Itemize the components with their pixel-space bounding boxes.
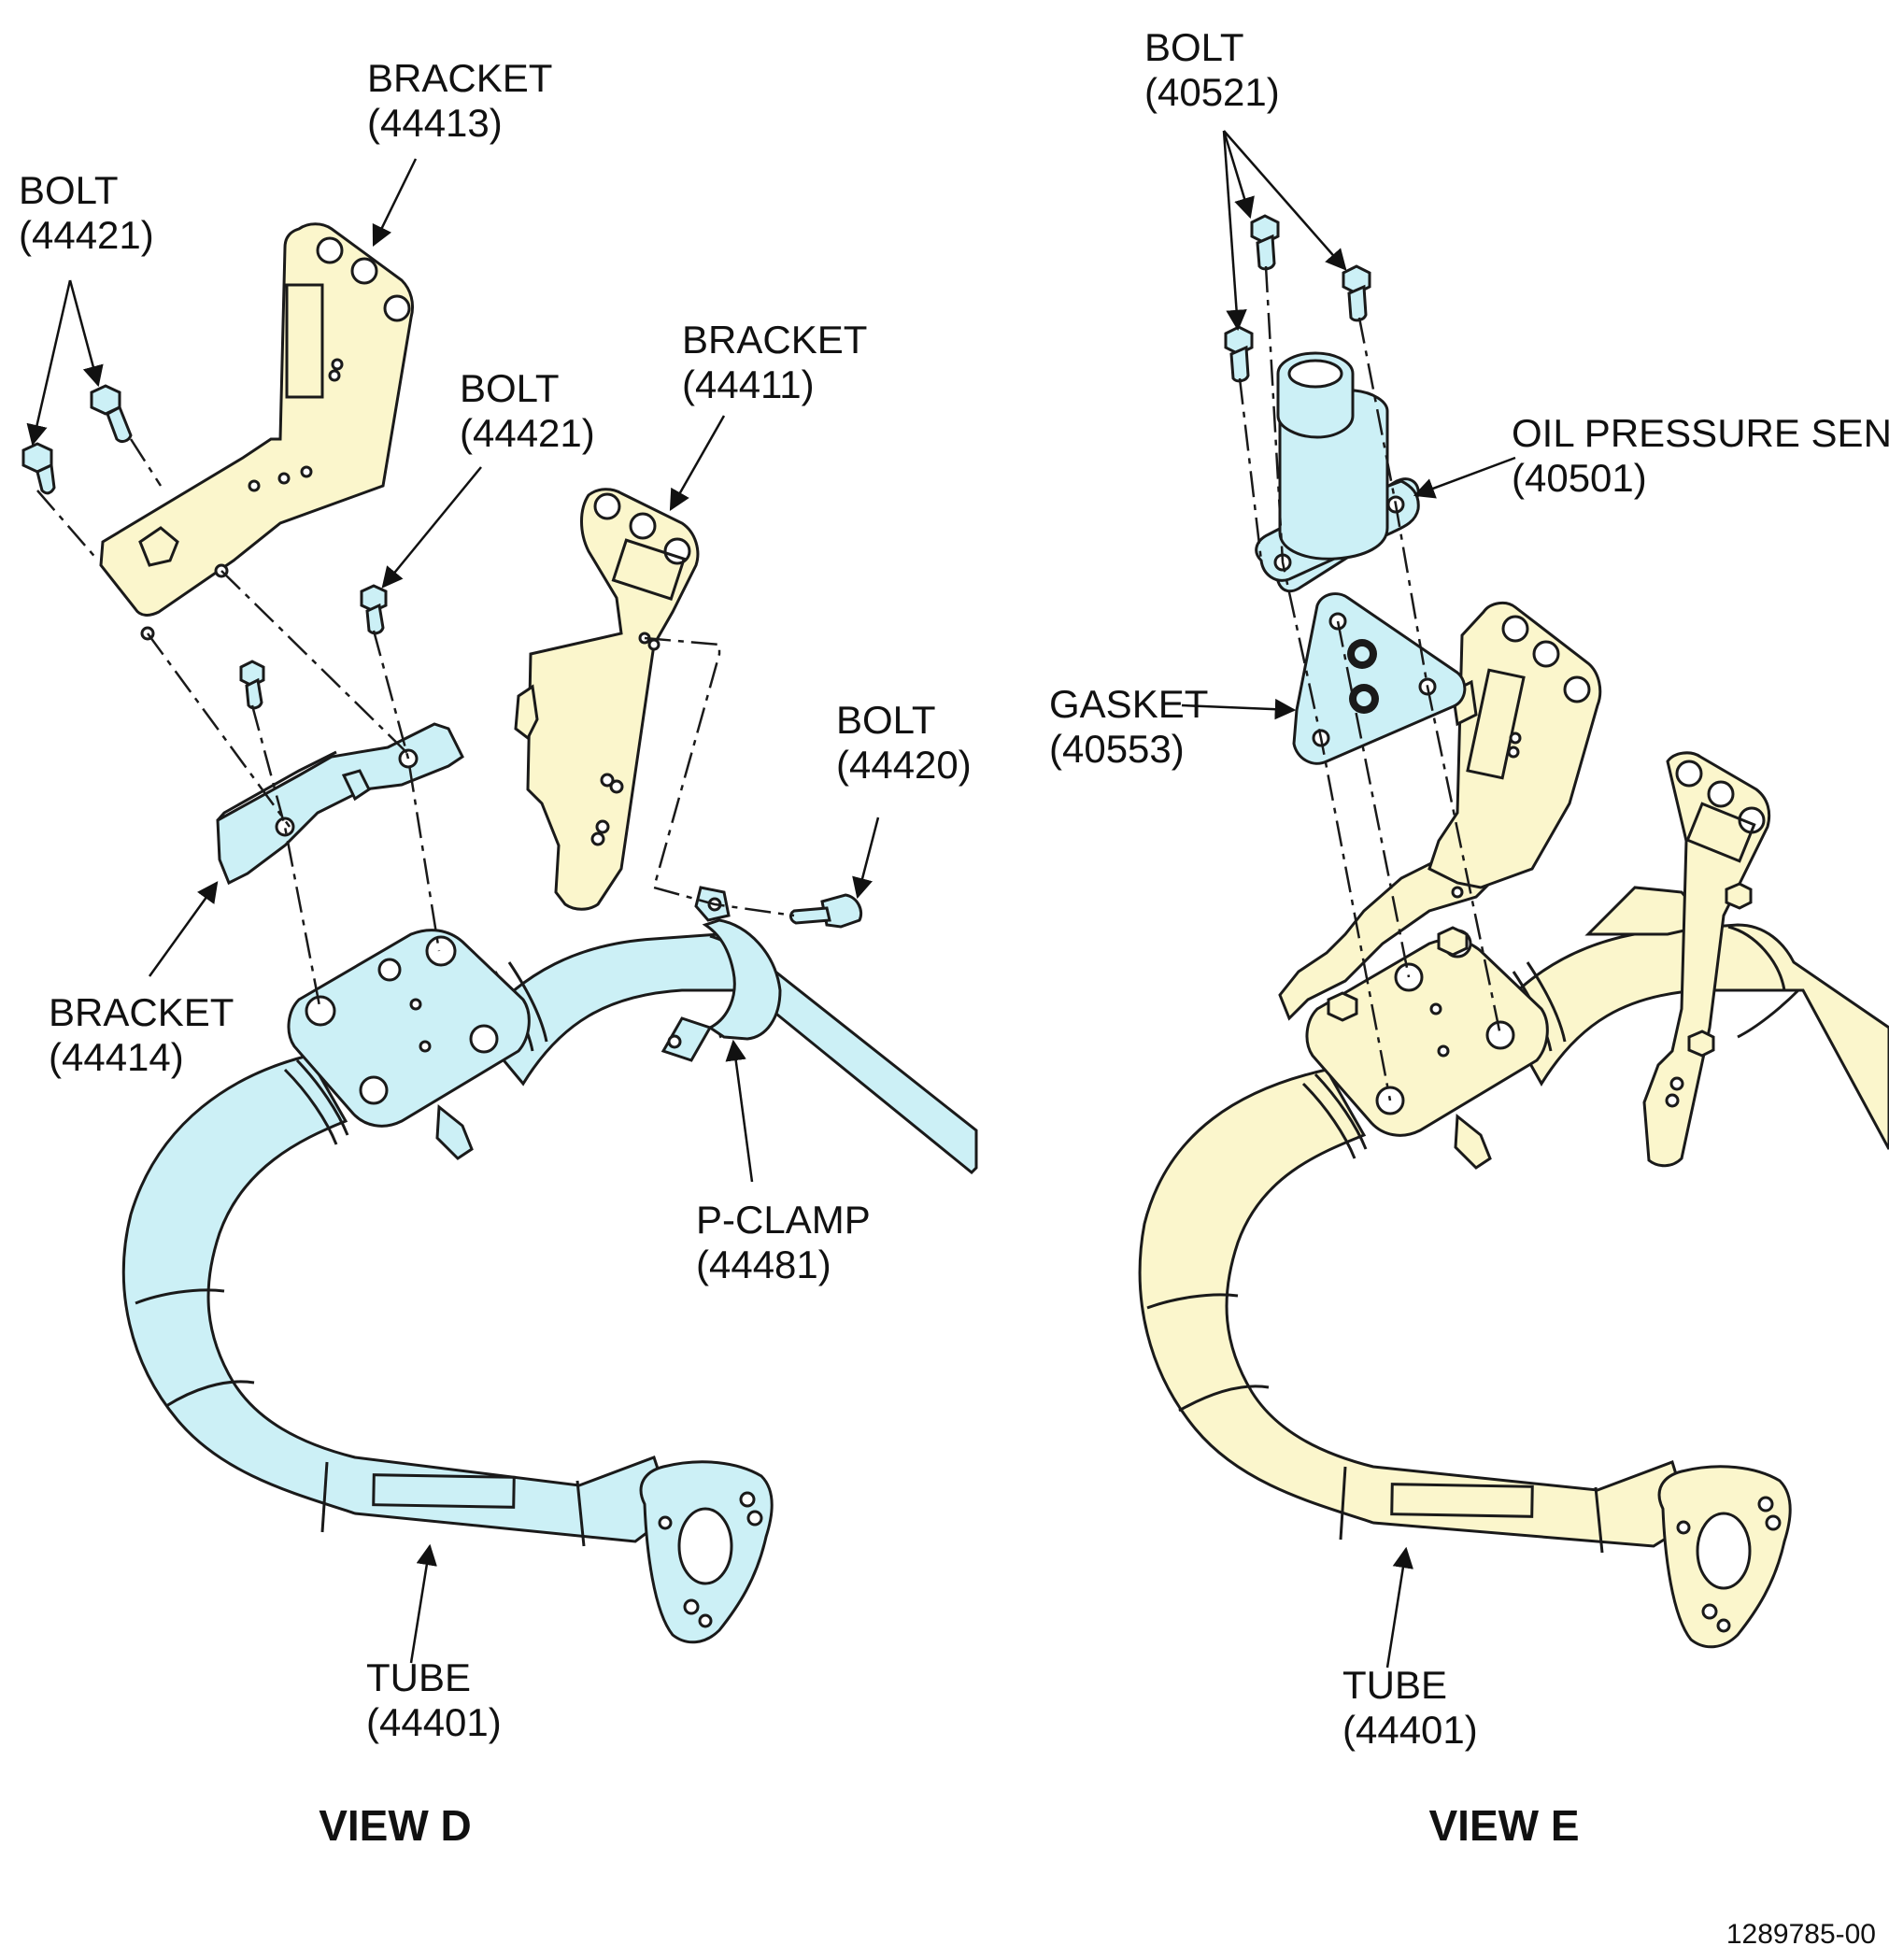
callout-bolt-44421-name: BOLT: [460, 366, 560, 410]
callout-tube-44401-name: TUBE: [1342, 1663, 1447, 1707]
assembly-line: [1357, 317, 1502, 1036]
bracket-44411: [514, 488, 700, 911]
callout-bolt-44421-part: (44421): [19, 213, 154, 257]
bolt-44421-d: [239, 660, 265, 710]
bolt-40521-b: [1342, 264, 1371, 322]
bolt-44421-b: [90, 384, 133, 444]
callout-bolt-40521-part: (40521): [1144, 70, 1280, 114]
callout-p-clamp-44481-part: (44481): [696, 1243, 831, 1286]
bracket-44414: [216, 722, 464, 886]
callout-bracket-44413-part: (44413): [367, 101, 503, 145]
bolt-44421-a: [21, 442, 56, 495]
assembly-line: [129, 438, 163, 487]
tube-44401-view-d: [121, 929, 978, 1644]
callout-bracket-44411-part: (44411): [682, 362, 815, 406]
callout-tube-44401-name: TUBE: [366, 1655, 471, 1699]
bracket-44413: [99, 222, 415, 641]
callout-bracket-44411-name: BRACKET: [682, 318, 867, 362]
callout-bolt-44421-name: BOLT: [19, 168, 119, 212]
bolt-40521-c: [1224, 325, 1254, 383]
assembly-line: [36, 490, 99, 561]
callout-tube-44401-part: (44401): [1342, 1708, 1478, 1752]
assembly-line: [644, 636, 795, 917]
p-clamp-44481: [660, 886, 782, 1062]
callout-labels: BRACKET (44413) BOLT (44421) BOLT (44421…: [19, 25, 1889, 1950]
tube-44401-view-e: [1138, 601, 1889, 1649]
bolt-44421-c: [360, 584, 388, 635]
callout-bolt-44421-part: (44421): [460, 411, 595, 455]
callout-p-clamp-44481-name: P-CLAMP: [696, 1198, 871, 1242]
assembly-line: [1264, 265, 1392, 1101]
callout-bracket-44414-name: BRACKET: [49, 990, 234, 1034]
view-d: [21, 222, 978, 1644]
callout-oil-pressure-sensor-40501-part: (40501): [1512, 456, 1647, 500]
assembly-line: [250, 704, 322, 1012]
callout-tube-44401-part: (44401): [366, 1700, 502, 1744]
callout-bolt-40521-name: BOLT: [1144, 25, 1244, 69]
oil-pressure-sensor-40501: [1255, 351, 1420, 593]
assembly-line: [146, 632, 291, 828]
view-e: [1138, 214, 1889, 1649]
assembly-line: [220, 570, 412, 758]
callout-gasket-40553-name: GASKET: [1049, 682, 1208, 726]
bolt-44420: [789, 893, 863, 929]
assembly-line: [1336, 620, 1411, 978]
callout-bolt-44420-part: (44420): [836, 743, 972, 787]
view-d-title: VIEW D: [319, 1801, 472, 1850]
view-e-title: VIEW E: [1428, 1801, 1579, 1850]
gasket-40553: [1292, 592, 1467, 765]
drawing-number: 1289785-00: [1726, 1919, 1876, 1950]
leader-lines: [26, 130, 1516, 1669]
assembly-line: [1238, 377, 1263, 561]
assembly-line: [372, 630, 441, 952]
callout-bracket-44413-name: BRACKET: [367, 56, 552, 100]
callout-gasket-40553-part: (40553): [1049, 727, 1185, 771]
bolt-40521-a: [1250, 214, 1280, 271]
callout-oil-pressure-sensor-40501-name: OIL PRESSURE SENSOR: [1512, 411, 1889, 455]
callout-bolt-44420-name: BOLT: [836, 698, 936, 742]
callout-bracket-44414-part: (44414): [49, 1035, 184, 1079]
